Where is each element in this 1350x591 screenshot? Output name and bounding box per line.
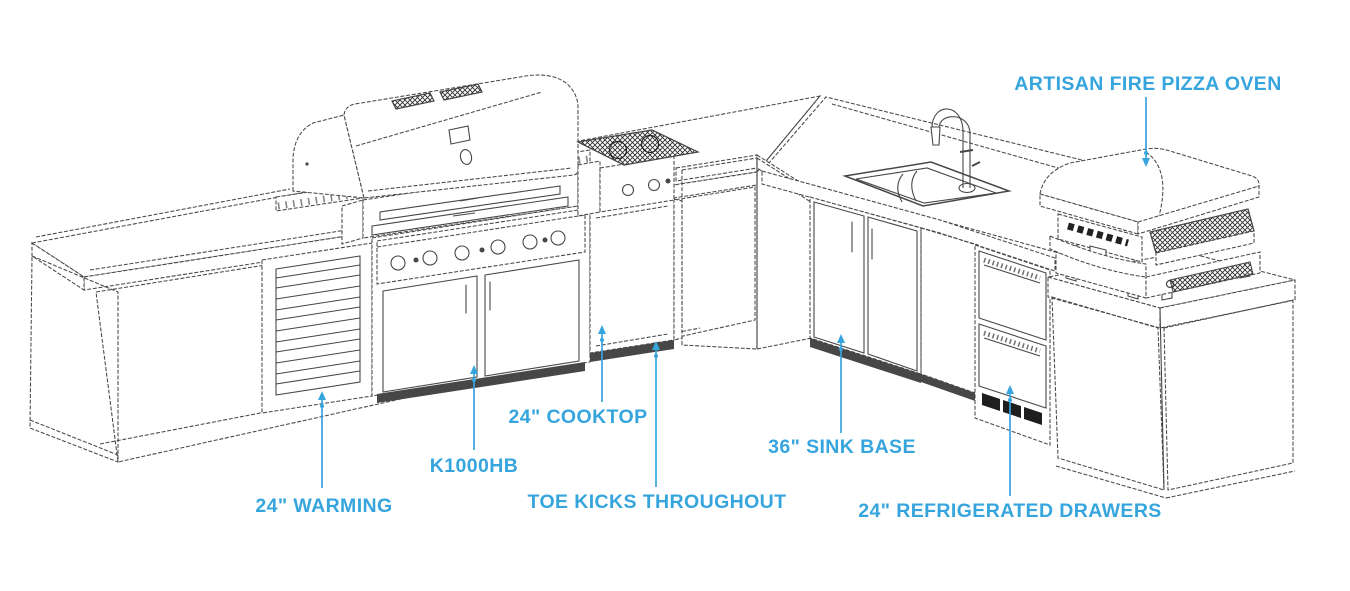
warming-drawer <box>261 242 373 414</box>
label-refrigerated-drawers: 24" REFRIGERATED DRAWERS <box>858 500 1161 522</box>
oven-vent-slots <box>1067 222 1129 247</box>
grill-door-left <box>382 275 478 393</box>
oven-apron <box>1049 235 1147 278</box>
label-toe-kicks: TOE KICKS THROUGHOUT <box>528 491 787 513</box>
side-cooktop <box>576 129 700 217</box>
grill-door-right <box>484 259 580 377</box>
grill-k1000hb <box>275 74 591 245</box>
leader-warming <box>318 391 326 488</box>
hood-emblem <box>448 125 471 145</box>
arrow-up-icon <box>1006 385 1014 394</box>
hood-thermometer <box>459 149 473 165</box>
label-cooktop: 24" COOKTOP <box>509 406 648 428</box>
callouts <box>318 97 1150 496</box>
arrow-up-icon <box>318 391 326 400</box>
label-warming: 24" WARMING <box>255 495 392 517</box>
fridge-drawer-lower <box>978 323 1047 409</box>
leader-sink-base <box>837 334 845 433</box>
fridge-vent-grille <box>982 393 1042 425</box>
toe-kick-sink-base <box>810 338 921 383</box>
pizza-oven <box>1039 147 1261 301</box>
leader-toe-kicks <box>652 341 660 487</box>
label-pizza-oven: ARTISAN FIRE PIZZA OVEN <box>1014 73 1281 95</box>
toe-kick-cooktop <box>590 340 674 362</box>
right-counter-slab-edge <box>761 170 1056 272</box>
label-sink-base: 36" SINK BASE <box>768 436 916 458</box>
grill-hood-end-cap <box>292 114 365 199</box>
oven-lower-grate <box>1169 261 1254 293</box>
sink <box>842 161 1012 207</box>
arrow-up-icon <box>470 365 478 374</box>
arrow-down-icon <box>1142 158 1150 167</box>
right-run <box>761 108 1056 446</box>
label-k1000hb: K1000HB <box>430 455 518 477</box>
grill-door-handles <box>465 281 491 314</box>
refrigerated-drawers <box>974 244 1051 446</box>
sink-base-handles <box>851 221 873 260</box>
leader-k1000hb <box>470 365 478 450</box>
arrow-up-icon <box>837 334 845 343</box>
faucet <box>930 108 981 194</box>
fridge-drawer-upper <box>978 250 1047 341</box>
leader-pizza-oven <box>1142 97 1150 167</box>
cooktop-base-cabinet <box>589 198 683 362</box>
arrow-up-icon <box>598 325 606 334</box>
leader-refrigerated-drawers <box>1006 385 1014 496</box>
sink-base-door-left <box>813 201 865 354</box>
leader-cooktop <box>598 325 606 402</box>
cooktop-grate <box>576 129 700 166</box>
grill-knobs <box>390 230 566 271</box>
toe-kick-grill <box>377 362 585 403</box>
sink-base-door-right <box>867 216 918 372</box>
arrow-up-icon <box>652 341 660 350</box>
hood-vents <box>391 83 483 110</box>
grill-base-cabinet <box>371 203 591 403</box>
stone-end-face <box>29 255 119 463</box>
